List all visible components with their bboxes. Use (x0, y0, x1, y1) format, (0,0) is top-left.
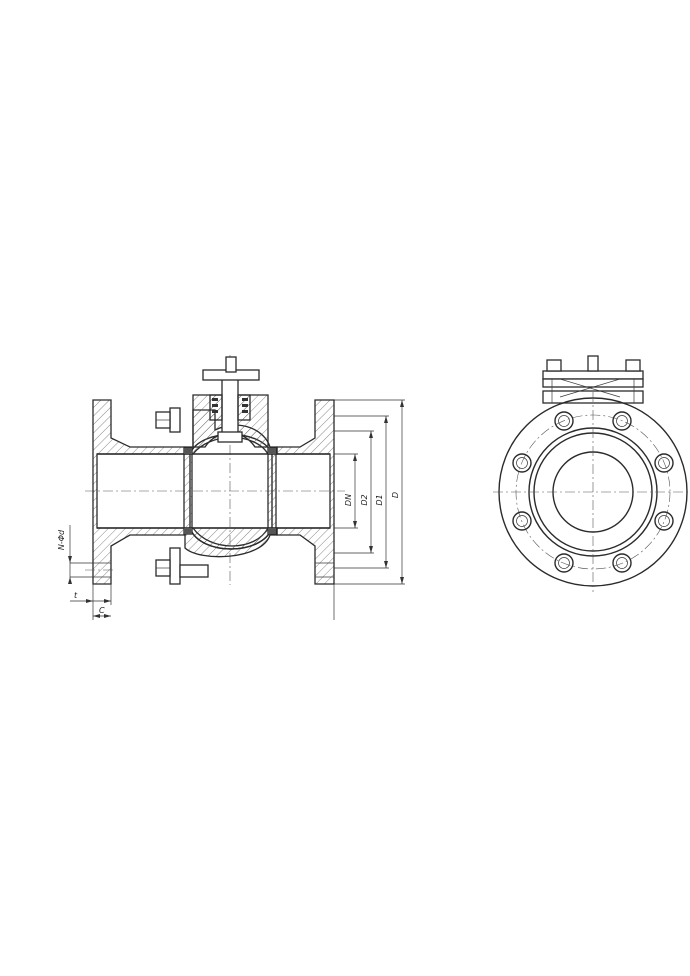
label-d2: D2 (360, 494, 369, 505)
stem-top (225, 356, 237, 373)
bolt-holes (512, 411, 674, 573)
left-seat-ring-top (184, 448, 192, 454)
right-seat-ring-top (268, 448, 276, 454)
right-seat (267, 447, 277, 535)
right-flange (276, 399, 335, 585)
end-view (493, 355, 690, 592)
label-t: t (74, 591, 78, 600)
packing-right (237, 394, 251, 421)
upper-bolt (155, 407, 181, 433)
label-d1: D1 (375, 494, 384, 505)
packing-left (209, 394, 223, 421)
lower-bolt (155, 547, 209, 585)
label-c: C (99, 606, 105, 615)
stem-key (217, 431, 243, 443)
stem-seals (212, 398, 248, 413)
left-seat (183, 447, 193, 535)
section-view (85, 355, 345, 585)
left-seat-ring-bottom (184, 528, 192, 534)
dimensions: DN D2 D1 D N-Φd t C (57, 399, 405, 620)
label-dn: DN (344, 494, 353, 506)
label-n-phi-d: N-Φd (57, 529, 66, 550)
label-d: D (391, 492, 400, 498)
stem (221, 377, 239, 441)
right-seat-ring-bottom (268, 528, 276, 534)
